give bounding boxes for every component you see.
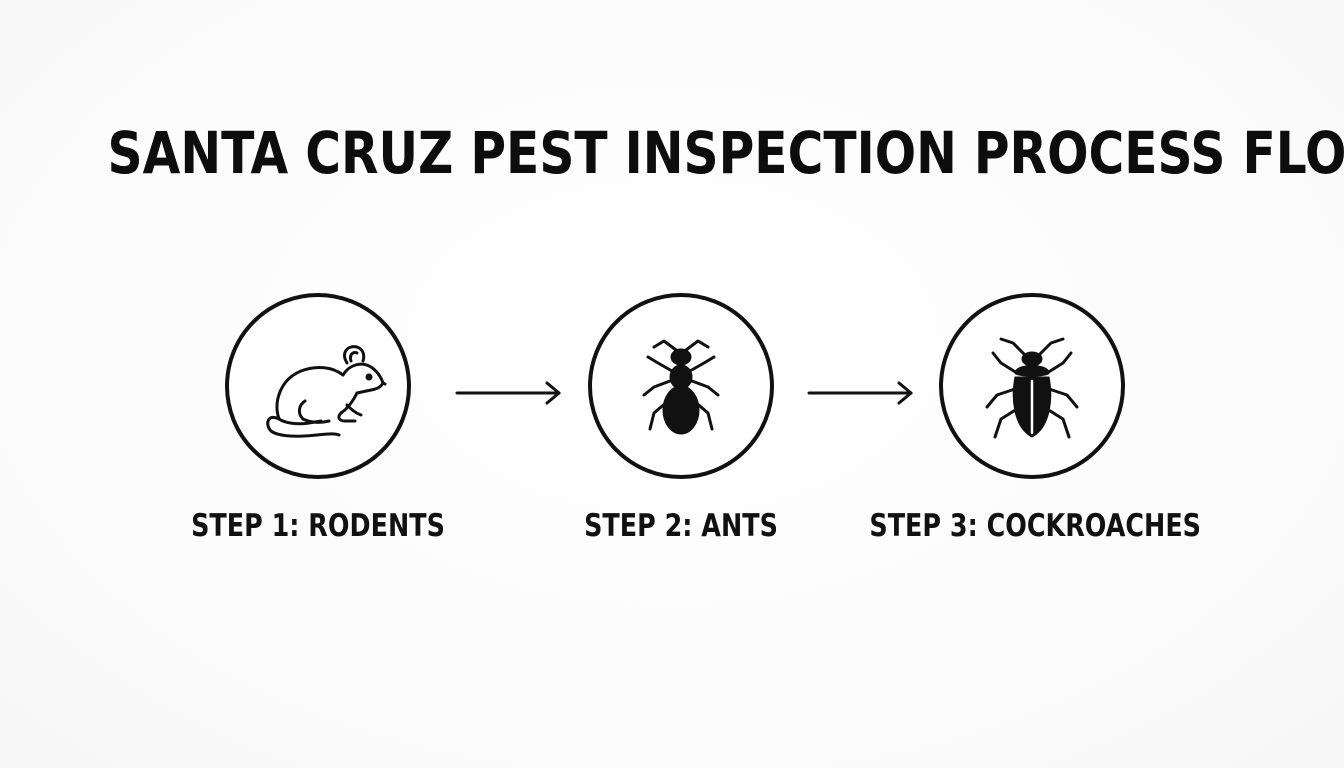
step-2-label: STEP 2: ANTS bbox=[584, 508, 778, 544]
step-1-circle bbox=[225, 293, 411, 479]
rodent-icon bbox=[266, 345, 387, 438]
ant-icon bbox=[642, 339, 720, 435]
step-3-label: STEP 3: COCKROACHES bbox=[869, 508, 1202, 544]
arrow-right-icon bbox=[807, 381, 913, 405]
diagram-title: SANTA CRUZ PEST INSPECTION PROCESS FLOW bbox=[107, 119, 1344, 187]
step-3-circle bbox=[939, 293, 1125, 479]
cockroach-icon bbox=[985, 337, 1079, 439]
step-1-label: STEP 1: RODENTS bbox=[191, 508, 445, 544]
step-2-circle bbox=[588, 293, 774, 479]
arrow-right-icon bbox=[455, 381, 561, 405]
